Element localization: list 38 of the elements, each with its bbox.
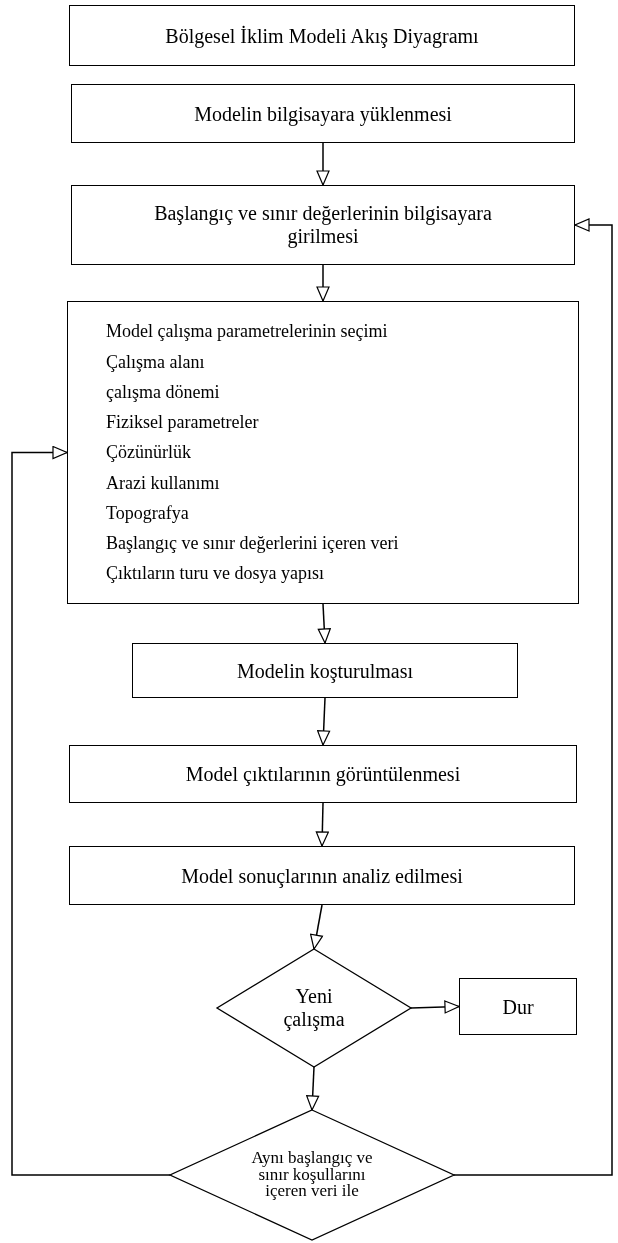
process-box bbox=[459, 978, 577, 1035]
arrow bbox=[316, 142, 330, 186]
node-text: Model çalışma parametrelerinin seçimi bbox=[106, 320, 388, 344]
arrow bbox=[310, 904, 323, 950]
node-text: Dur bbox=[502, 994, 534, 1019]
node-text: Başlangıç ve sınır değerlerinin bilgisayara girilmesi bbox=[153, 202, 493, 248]
decision-diamond bbox=[217, 949, 411, 1067]
node-text: Bölgesel İklim Modeli Akış Diyagramı bbox=[165, 23, 479, 48]
arrow bbox=[11, 445, 171, 1176]
node-text: Yeni çalışma bbox=[282, 985, 346, 1031]
arrow bbox=[306, 1066, 320, 1111]
node-text: Model çıktılarının görüntülenmesi bbox=[185, 762, 461, 786]
process-box bbox=[71, 185, 575, 265]
arrow bbox=[316, 264, 330, 302]
arrow bbox=[410, 1000, 460, 1014]
node-text: Modelin koşturulması bbox=[236, 658, 414, 683]
process-box bbox=[67, 301, 579, 604]
arrow bbox=[317, 697, 331, 746]
node-text: Arazi kullanımı bbox=[106, 471, 220, 495]
node-text: Başlangıç ve sınır değerlerini içeren veri bbox=[106, 532, 399, 556]
process-box bbox=[69, 846, 575, 905]
process-box bbox=[69, 745, 577, 803]
node-text: çalışma dönemi bbox=[106, 380, 220, 404]
node-text: Çalışma alanı bbox=[106, 350, 205, 374]
node-text: Çözünürlük bbox=[106, 441, 191, 465]
arrow bbox=[315, 802, 329, 847]
process-box bbox=[69, 5, 575, 66]
arrow bbox=[453, 218, 613, 1176]
process-box bbox=[132, 643, 518, 698]
node-text: Model sonuçlarının analiz edilmesi bbox=[181, 863, 463, 888]
node-text: Modelin bilgisayara yüklenmesi bbox=[194, 101, 452, 126]
node-text: Aynı başlangıç ve sınır koşullarını içeren veri ile bbox=[250, 1150, 374, 1200]
process-box bbox=[71, 84, 575, 143]
decision-diamond bbox=[170, 1110, 454, 1240]
arrow bbox=[317, 603, 331, 644]
node-text: Fiziksel parametreler bbox=[106, 411, 259, 435]
node-text: Çıktıların turu ve dosya yapısı bbox=[106, 562, 324, 586]
node-text: Topografya bbox=[106, 501, 189, 525]
